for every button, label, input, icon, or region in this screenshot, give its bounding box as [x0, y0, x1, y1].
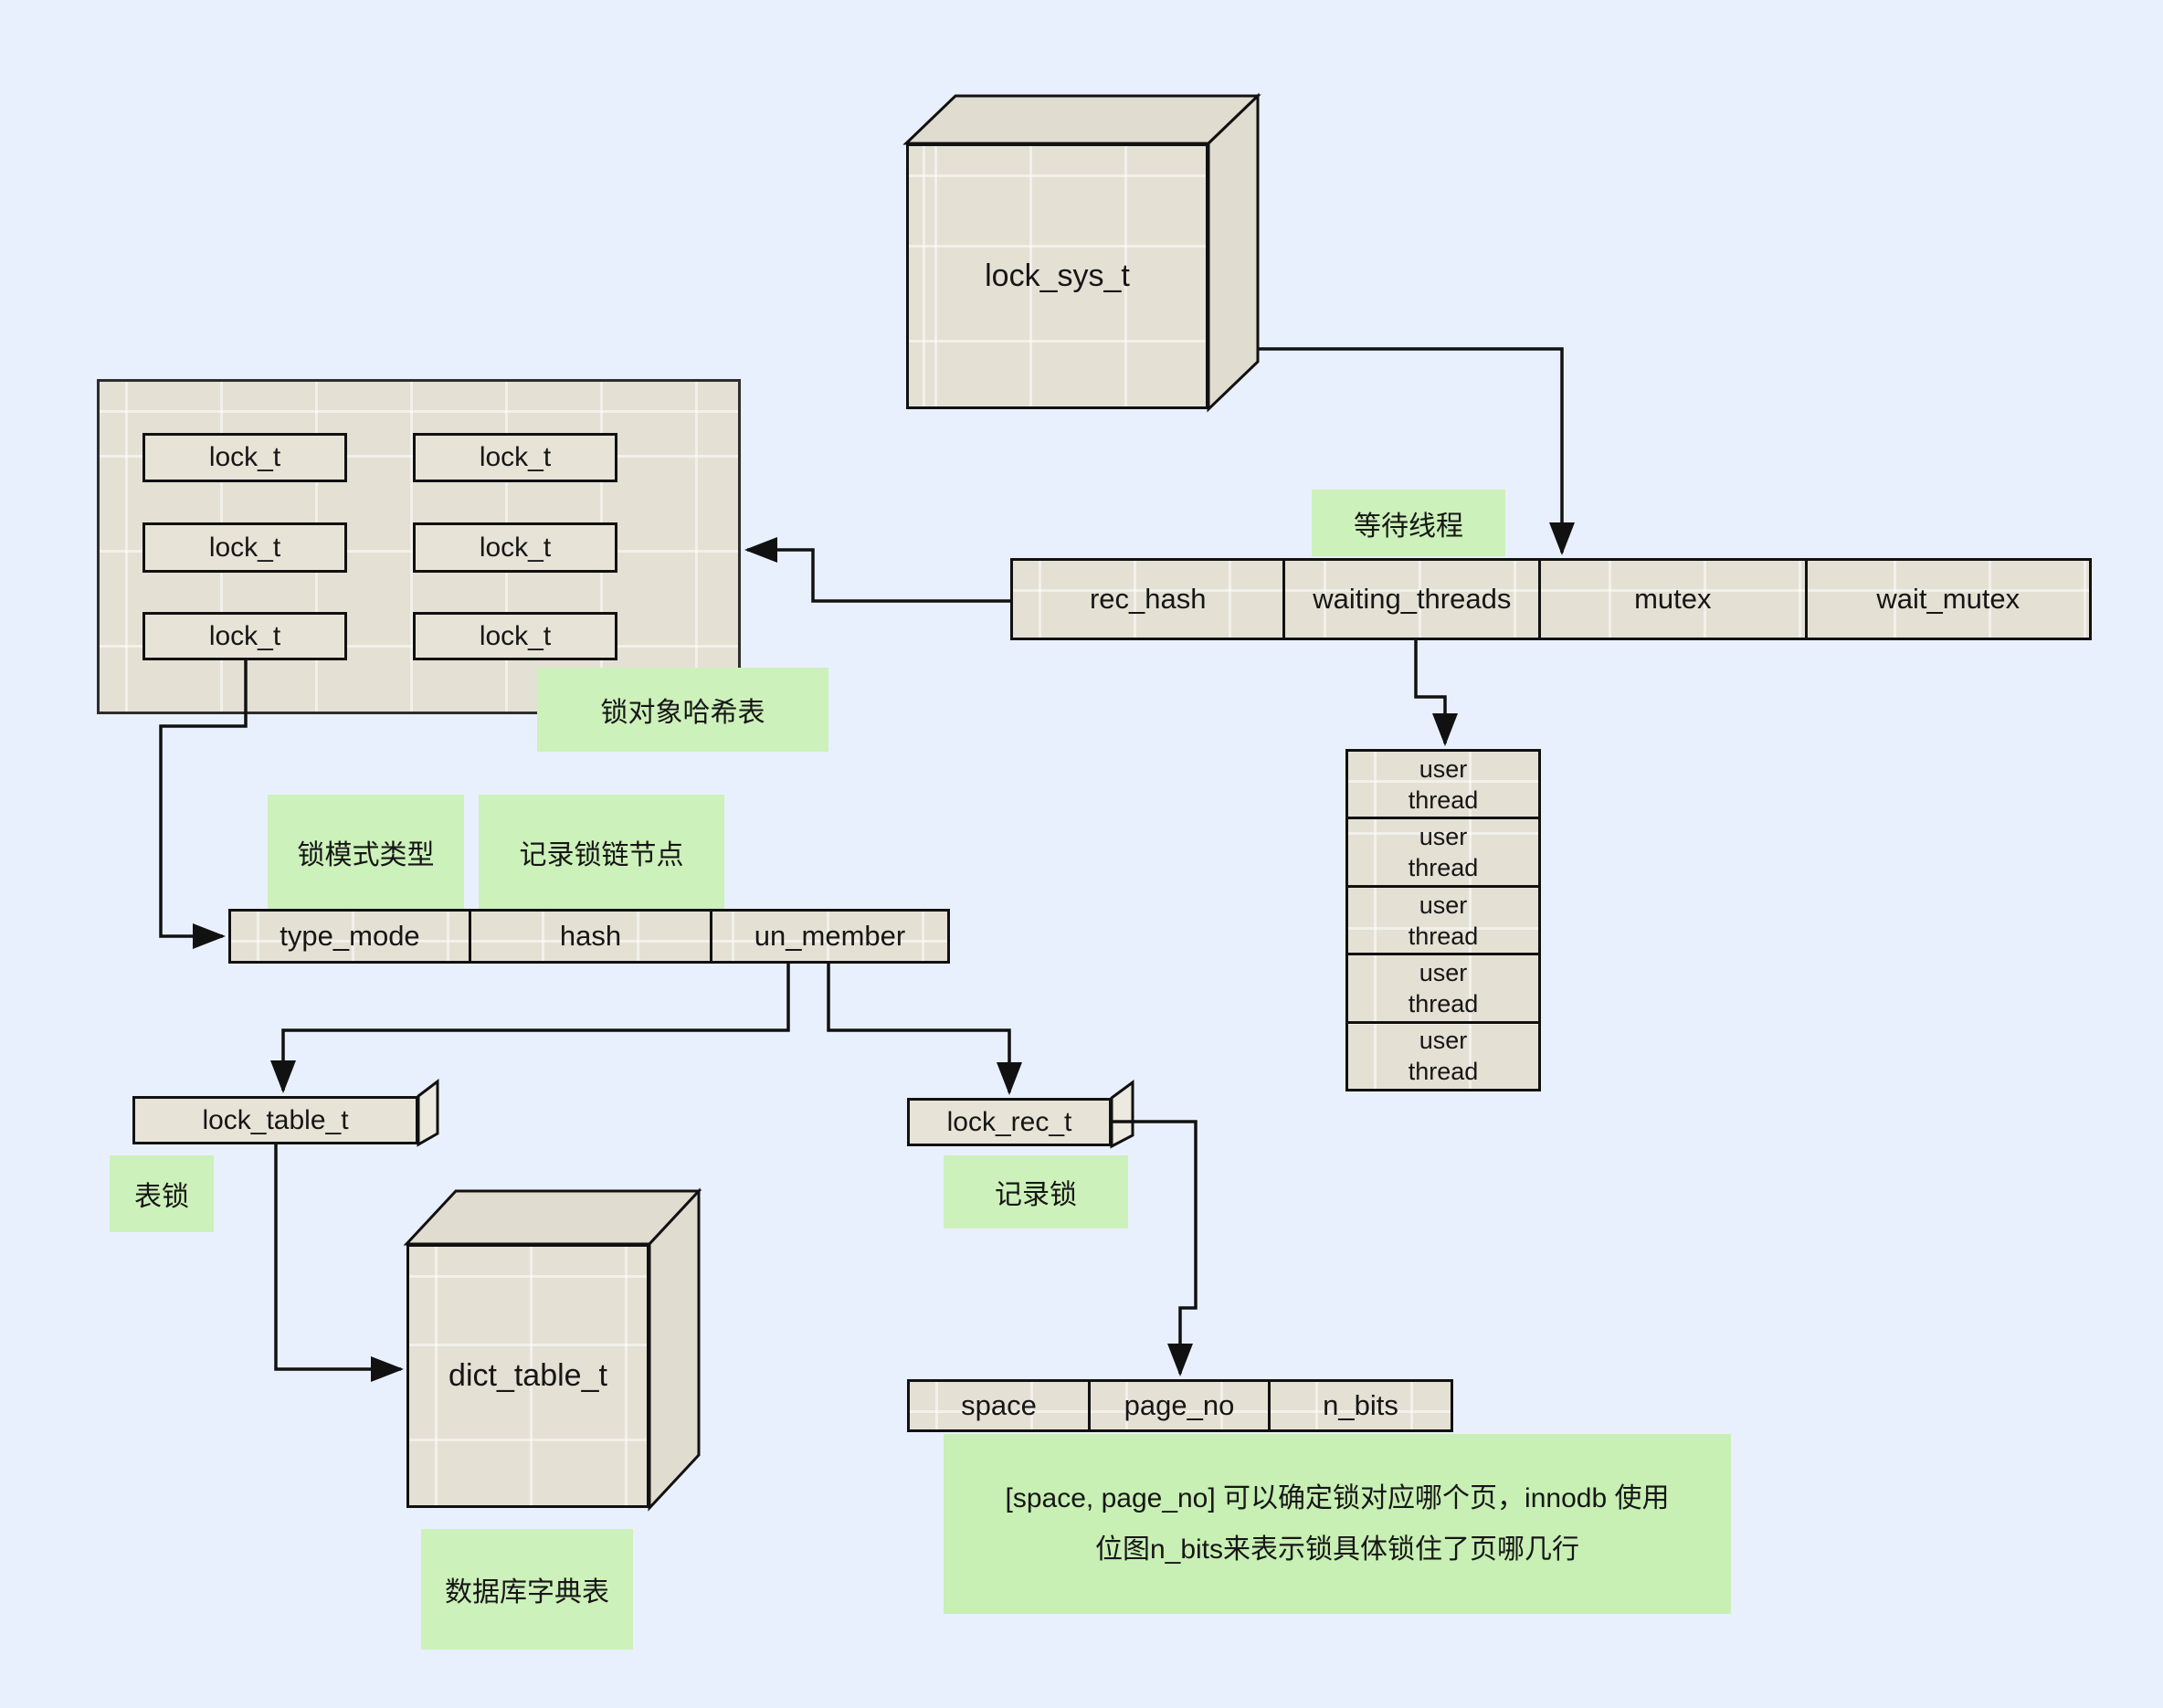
lock-t-node-3: lock_t	[142, 522, 347, 573]
lock-t-label: lock_t	[479, 532, 552, 563]
lock-rec-fields-row: space page_no n_bits	[907, 1379, 1453, 1432]
lock-sys-cube-side	[1207, 92, 1260, 413]
lock-table-node: lock_table_t	[132, 1096, 418, 1144]
annotation-record-chain: 记录锁链节点	[479, 795, 724, 909]
lock-sys-label: lock_sys_t	[985, 258, 1130, 293]
lock-table-label: lock_table_t	[202, 1104, 349, 1135]
annotation-text: 锁对象哈希表	[600, 698, 765, 728]
field-label: hash	[559, 920, 622, 952]
annotation-text: 表锁	[134, 1182, 189, 1212]
wire-waitingthreads-to-stack	[1414, 640, 1458, 746]
lock-t-label: lock_t	[479, 620, 552, 651]
wire-unmember-to-locktable	[270, 964, 790, 1093]
field-hash: hash	[469, 912, 710, 961]
field-label: n_bits	[1323, 1389, 1398, 1421]
annotation-record-lock: 记录锁	[944, 1155, 1128, 1228]
lock-rec-label: lock_rec_t	[946, 1106, 1072, 1137]
user-thread-cell: user thread	[1348, 817, 1538, 884]
note-space-pageno: [space, page_no] 可以确定锁对应哪个页，innodb 使用 位图…	[944, 1434, 1731, 1614]
dict-table-node: dict_table_t	[406, 1244, 649, 1508]
field-label: mutex	[1634, 583, 1712, 615]
note-line-1: [space, page_no] 可以确定锁对应哪个页，innodb 使用	[1005, 1482, 1670, 1513]
user-thread-cell: user thread	[1348, 884, 1538, 953]
field-waiting-threads: waiting_threads	[1282, 561, 1538, 638]
dict-table-label: dict_table_t	[448, 1358, 607, 1393]
panel-fold	[1110, 1080, 1134, 1149]
note-line-2: 位图n_bits来表示锁具体锁住了页哪几行	[1094, 1534, 1580, 1565]
annotation-text: 记录锁	[995, 1180, 1077, 1210]
field-label: page_no	[1124, 1389, 1235, 1421]
lock-t-node-1: lock_t	[142, 433, 347, 482]
annotation-text: 数据库字典表	[445, 1577, 609, 1608]
field-label: type_mode	[280, 920, 420, 952]
annotation-lock-mode: 锁模式类型	[268, 795, 464, 909]
lock-sys-fields-row: rec_hash waiting_threads mutex wait_mute…	[1010, 558, 2092, 640]
lock-t-node-2: lock_t	[413, 433, 617, 482]
field-space: space	[910, 1382, 1088, 1429]
lock-rec-node: lock_rec_t	[907, 1098, 1112, 1146]
field-label: un_member	[754, 920, 906, 952]
field-rec-hash: rec_hash	[1013, 561, 1282, 638]
user-thread-cell: user thread	[1408, 754, 1479, 814]
annotation-table-lock: 表锁	[110, 1155, 214, 1232]
field-label: wait_mutex	[1876, 583, 2021, 615]
annotation-dict-table: 数据库字典表	[421, 1529, 633, 1650]
lock-t-label: lock_t	[479, 442, 552, 472]
annotation-text: 记录锁链节点	[519, 839, 684, 870]
field-n-bits: n_bits	[1268, 1382, 1451, 1429]
lock-t-label: lock_t	[208, 620, 281, 651]
annotation-text: 等待线程	[1354, 511, 1463, 542]
annotation-waiting-threads: 等待线程	[1312, 490, 1505, 556]
lock-t-label: lock_t	[208, 532, 281, 563]
field-wait-mutex: wait_mutex	[1804, 561, 2089, 638]
wire-unmember-to-lockrec	[827, 964, 1022, 1095]
field-type-mode: type_mode	[231, 912, 469, 961]
lock-t-node-6: lock_t	[413, 612, 617, 660]
field-un-member: un_member	[709, 912, 947, 961]
dict-table-cube-top	[403, 1189, 702, 1246]
lock-t-label: lock_t	[208, 442, 281, 472]
field-label: rec_hash	[1089, 583, 1207, 615]
user-thread-stack: user thread user thread user thread user…	[1345, 749, 1541, 1091]
wire-rechash-to-hashbox	[744, 537, 1010, 603]
lock-t-fields-row: type_mode hash un_member	[228, 909, 950, 964]
annotation-hash-table: 锁对象哈希表	[537, 668, 828, 752]
field-label: waiting_threads	[1313, 583, 1512, 615]
lock-sys-node: lock_sys_t	[906, 143, 1208, 409]
dict-table-cube-side	[648, 1187, 701, 1512]
field-label: space	[961, 1389, 1037, 1421]
panel-fold	[417, 1078, 439, 1147]
user-thread-cell: user thread	[1348, 1020, 1538, 1089]
lock-sys-cube-top	[902, 94, 1261, 145]
lock-t-node-4: lock_t	[413, 522, 617, 573]
field-mutex: mutex	[1538, 561, 1805, 638]
lock-t-node-5: lock_t	[142, 612, 347, 660]
wire-locktable-to-dicttable	[274, 1144, 404, 1382]
user-thread-cell: user thread	[1348, 953, 1538, 1020]
annotation-text: 锁模式类型	[297, 839, 435, 870]
field-page-no: page_no	[1088, 1382, 1268, 1429]
